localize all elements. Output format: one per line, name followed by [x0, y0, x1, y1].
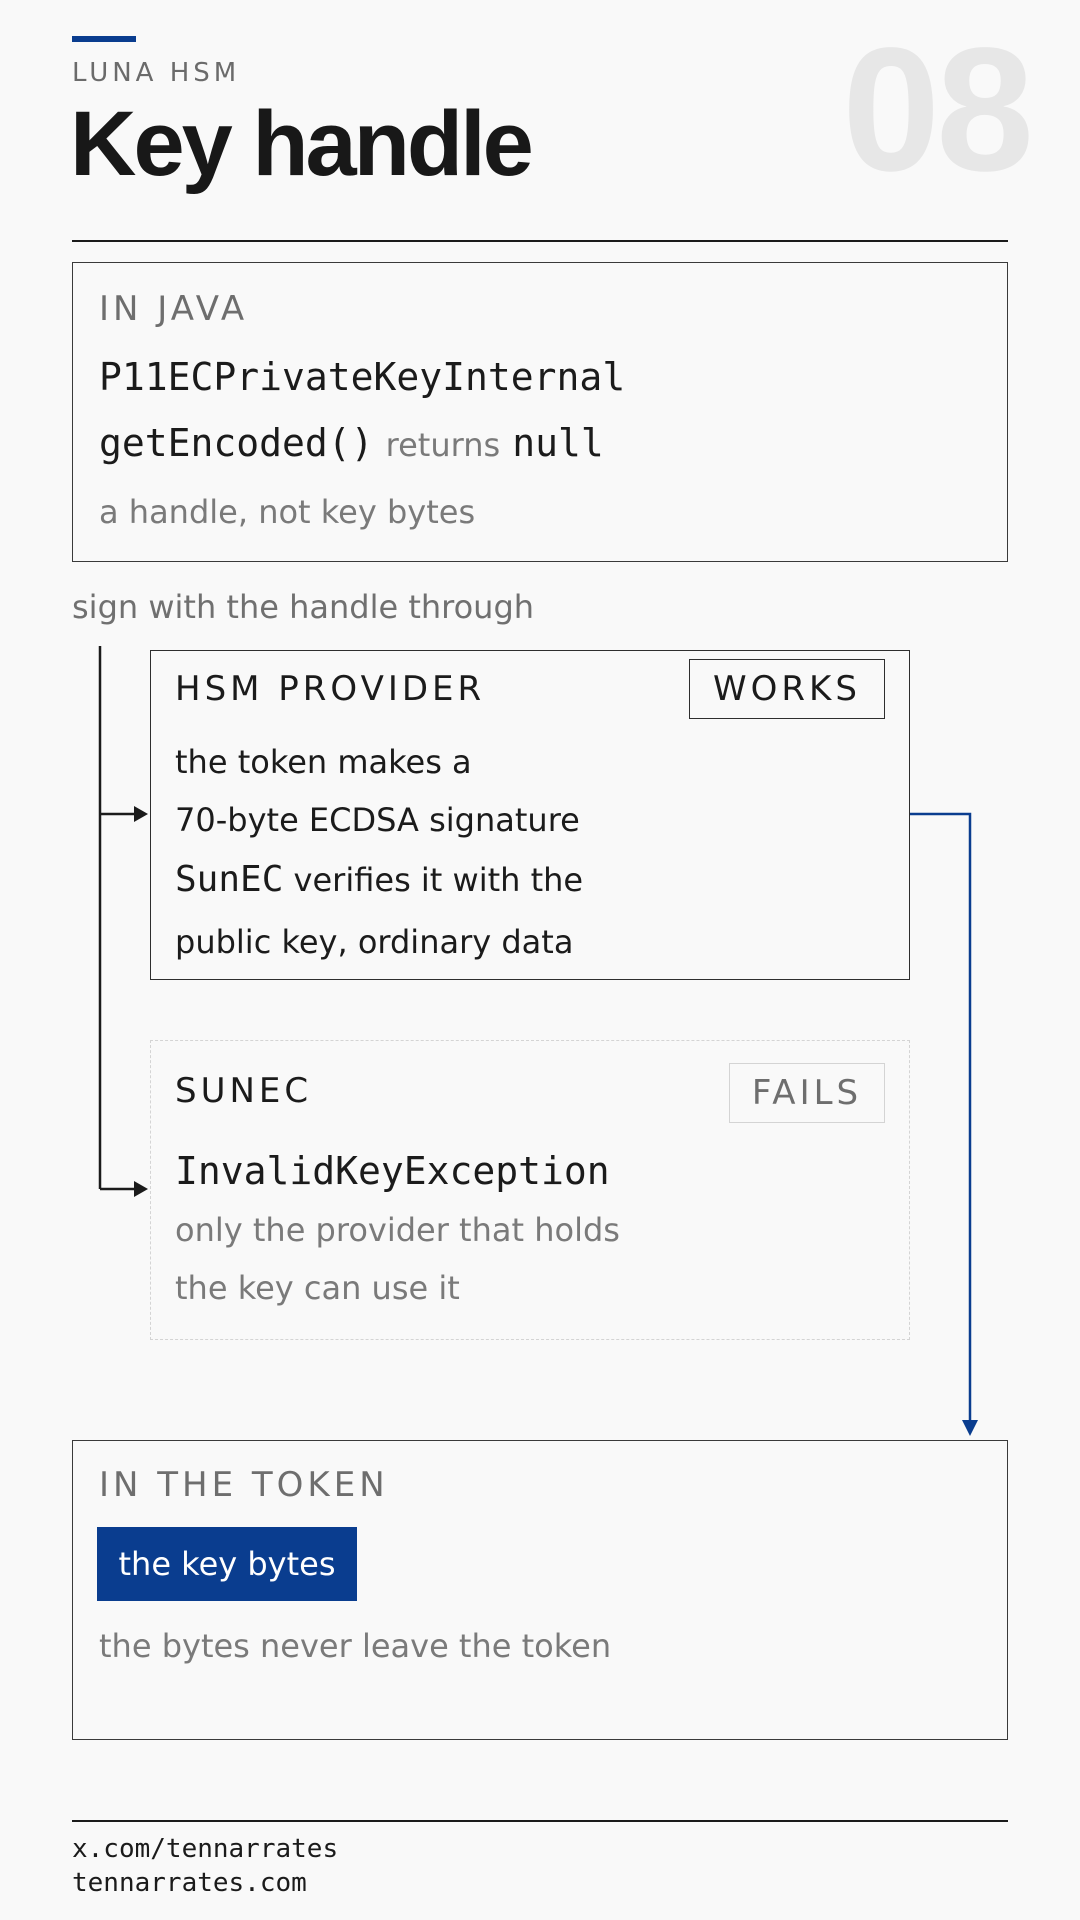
sunec-card: SUNEC FAILS InvalidKeyException only the…	[150, 1040, 910, 1340]
page-title: Key handle	[70, 93, 534, 195]
provider-line-4: public key, ordinary data	[175, 923, 574, 961]
java-returns-word: returns	[385, 426, 501, 464]
exception-name: InvalidKeyException	[175, 1149, 610, 1193]
provider-line-3-text: verifies it with the	[293, 861, 584, 899]
provider-line-3: SunEC verifies it with the	[175, 859, 583, 900]
header-divider	[72, 240, 1008, 242]
java-method: getEncoded()	[99, 421, 374, 465]
footer-x-link[interactable]: x.com/tennarrates	[72, 1834, 339, 1864]
sign-note: sign with the handle through	[72, 588, 535, 626]
sunec-code: SunEC	[175, 859, 284, 900]
provider-line-2: 70-byte ECDSA signature	[175, 801, 580, 839]
eyebrow: LUNA HSM	[72, 58, 241, 88]
page-number: 08	[842, 12, 1034, 208]
provider-card: HSM PROVIDER WORKS the token makes a 70-…	[150, 650, 910, 980]
java-note: a handle, not key bytes	[99, 493, 476, 531]
fails-badge: FAILS	[729, 1063, 885, 1123]
token-note: the bytes never leave the token	[99, 1627, 612, 1665]
arrowhead-provider	[134, 806, 148, 822]
arrowhead-sunec	[134, 1181, 148, 1197]
provider-card-title: HSM PROVIDER	[175, 669, 486, 709]
java-box: IN JAVA P11ECPrivateKeyInternal getEncod…	[72, 262, 1008, 562]
sunec-line-2: the key can use it	[175, 1269, 460, 1307]
java-return-value: null	[512, 421, 604, 465]
sunec-card-title: SUNEC	[175, 1071, 313, 1111]
key-bytes-chip: the key bytes	[97, 1527, 357, 1601]
sunec-line-1: only the provider that holds	[175, 1211, 620, 1249]
token-box: IN THE TOKEN the key bytes the bytes nev…	[72, 1440, 1008, 1740]
provider-to-token-line	[910, 812, 972, 1420]
footer-divider	[72, 1820, 1008, 1822]
footer-site-link[interactable]: tennarrates.com	[72, 1868, 307, 1898]
accent-bar	[72, 36, 136, 42]
java-method-line: getEncoded() returns null	[99, 421, 604, 465]
java-class-name: P11ECPrivateKeyInternal	[99, 355, 626, 399]
arrowhead-token	[962, 1420, 978, 1436]
works-badge: WORKS	[689, 659, 885, 719]
provider-line-1: the token makes a	[175, 743, 472, 781]
token-box-label: IN THE TOKEN	[99, 1465, 389, 1505]
java-box-label: IN JAVA	[99, 289, 249, 329]
